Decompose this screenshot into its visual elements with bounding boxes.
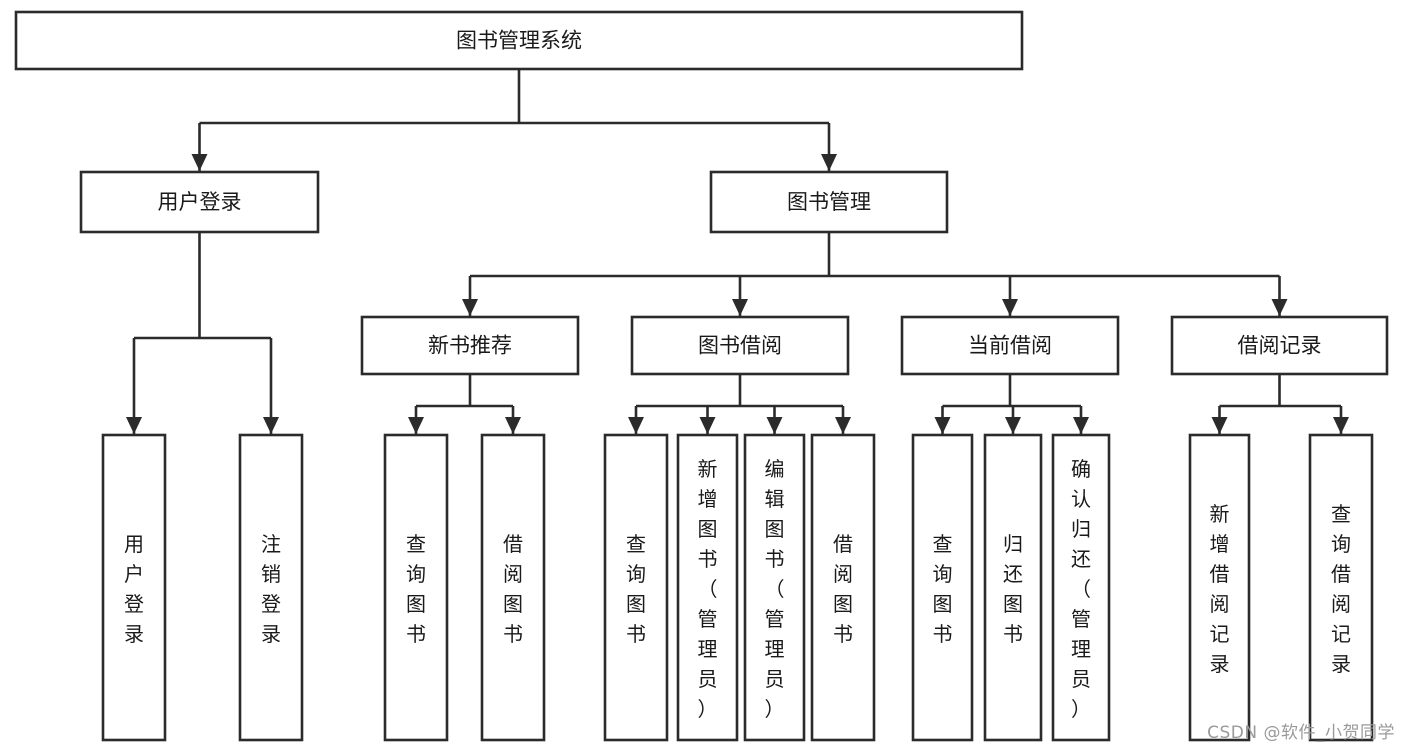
node-label-leaf-borrow-book-2: 借阅图书 bbox=[833, 532, 853, 646]
node-box-borrow-record[interactable] bbox=[1170, 315, 1389, 376]
node-label-root: 图书管理系统 bbox=[456, 29, 582, 53]
node-label-leaf-query-book-1: 查询图书 bbox=[406, 532, 426, 646]
node-borrow-record[interactable]: 借阅记录 bbox=[1170, 315, 1389, 376]
csdn-watermark: CSDN @软件_小贺同学 bbox=[1207, 723, 1395, 743]
node-label-leaf-add-book: 新增图书（管理员） bbox=[698, 457, 718, 721]
node-box-leaf-add-record[interactable] bbox=[1188, 433, 1251, 742]
node-label-leaf-return-book: 归还图书 bbox=[1003, 532, 1023, 646]
node-new-book-rec[interactable]: 新书推荐 bbox=[360, 315, 580, 376]
node-book-borrow[interactable]: 图书借阅 bbox=[630, 315, 850, 376]
node-label-leaf-user-login: 用户登录 bbox=[124, 532, 144, 646]
node-box-leaf-query-record[interactable] bbox=[1308, 433, 1374, 742]
node-leaf-borrow-book-1[interactable]: 借阅图书 bbox=[480, 433, 546, 742]
node-book-manage[interactable]: 图书管理 bbox=[709, 170, 949, 234]
node-root[interactable]: 图书管理系统 bbox=[14, 10, 1024, 71]
node-label-current-borrow: 当前借阅 bbox=[968, 334, 1052, 358]
node-label-leaf-logout: 注销登录 bbox=[261, 532, 281, 646]
node-box-leaf-borrow-book-1[interactable] bbox=[480, 433, 546, 742]
node-leaf-user-login[interactable]: 用户登录 bbox=[101, 433, 167, 742]
node-box-leaf-add-book[interactable] bbox=[676, 433, 739, 742]
node-leaf-return-book[interactable]: 归还图书 bbox=[983, 433, 1043, 742]
node-box-leaf-borrow-book-2[interactable] bbox=[810, 433, 876, 742]
node-box-leaf-query-book-2[interactable] bbox=[603, 433, 669, 742]
node-box-root[interactable] bbox=[14, 10, 1024, 71]
node-label-leaf-query-record: 查询借阅记录 bbox=[1331, 502, 1351, 676]
node-user-login[interactable]: 用户登录 bbox=[79, 170, 320, 234]
node-leaf-confirm-return[interactable]: 确认归还（管理员） bbox=[1051, 433, 1111, 742]
node-box-leaf-query-book-1[interactable] bbox=[383, 433, 449, 742]
node-box-new-book-rec[interactable] bbox=[360, 315, 580, 376]
node-label-leaf-query-book-3: 查询图书 bbox=[933, 532, 953, 646]
node-label-leaf-edit-book: 编辑图书（管理员） bbox=[765, 457, 785, 721]
node-label-leaf-add-record: 新增借阅记录 bbox=[1210, 502, 1230, 676]
node-leaf-query-record[interactable]: 查询借阅记录 bbox=[1308, 433, 1374, 742]
node-current-borrow[interactable]: 当前借阅 bbox=[900, 315, 1120, 376]
node-leaf-edit-book[interactable]: 编辑图书（管理员） bbox=[743, 433, 806, 742]
node-box-book-manage[interactable] bbox=[709, 170, 949, 234]
node-leaf-add-record[interactable]: 新增借阅记录 bbox=[1188, 433, 1251, 742]
node-label-leaf-borrow-book-1: 借阅图书 bbox=[503, 532, 523, 646]
node-leaf-query-book-2[interactable]: 查询图书 bbox=[603, 433, 669, 742]
node-box-leaf-return-book[interactable] bbox=[983, 433, 1043, 742]
node-leaf-add-book[interactable]: 新增图书（管理员） bbox=[676, 433, 739, 742]
node-box-book-borrow[interactable] bbox=[630, 315, 850, 376]
node-box-current-borrow[interactable] bbox=[900, 315, 1120, 376]
node-label-new-book-rec: 新书推荐 bbox=[428, 334, 512, 358]
node-leaf-borrow-book-2[interactable]: 借阅图书 bbox=[810, 433, 876, 742]
nodes-layer: 图书管理系统用户登录图书管理新书推荐图书借阅当前借阅借阅记录用户登录注销登录查询… bbox=[14, 10, 1389, 742]
node-label-user-login: 用户登录 bbox=[158, 190, 242, 214]
node-leaf-query-book-1[interactable]: 查询图书 bbox=[383, 433, 449, 742]
node-box-user-login[interactable] bbox=[79, 170, 320, 234]
connectors-layer bbox=[126, 69, 1349, 434]
node-box-leaf-edit-book[interactable] bbox=[743, 433, 806, 742]
node-label-leaf-query-book-2: 查询图书 bbox=[626, 532, 646, 646]
node-label-book-borrow: 图书借阅 bbox=[698, 334, 782, 358]
node-box-leaf-confirm-return[interactable] bbox=[1051, 433, 1111, 742]
node-box-leaf-logout[interactable] bbox=[238, 433, 304, 742]
node-label-borrow-record: 借阅记录 bbox=[1238, 334, 1322, 358]
node-box-leaf-query-book-3[interactable] bbox=[911, 433, 974, 742]
node-label-leaf-confirm-return: 确认归还（管理员） bbox=[1071, 457, 1091, 721]
node-box-leaf-user-login[interactable] bbox=[101, 433, 167, 742]
node-label-book-manage: 图书管理 bbox=[787, 190, 871, 214]
node-leaf-logout[interactable]: 注销登录 bbox=[238, 433, 304, 742]
node-leaf-query-book-3[interactable]: 查询图书 bbox=[911, 433, 974, 742]
